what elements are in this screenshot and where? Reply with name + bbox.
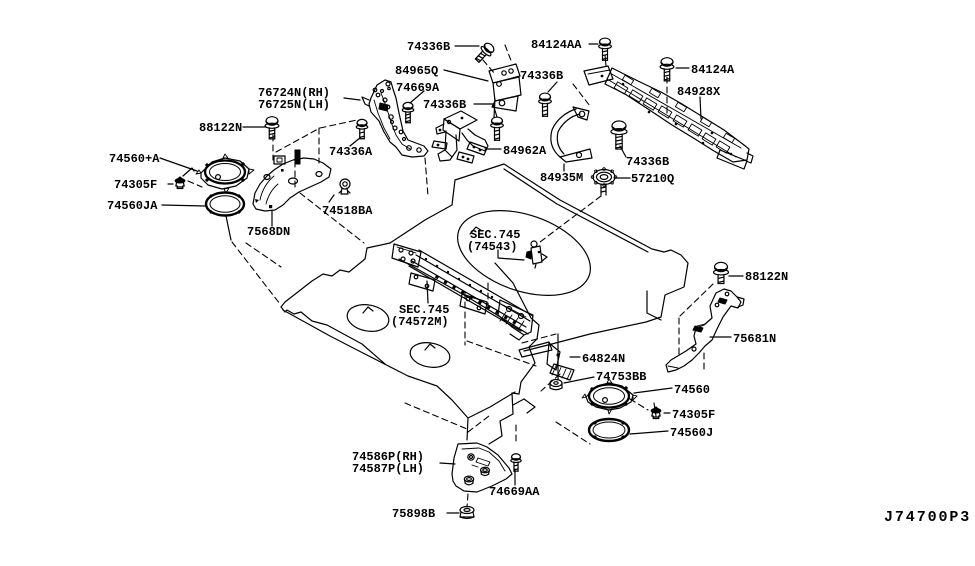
svg-text:74336B: 74336B (520, 69, 563, 83)
svg-text:74518BA: 74518BA (322, 204, 373, 218)
svg-text:84928X: 84928X (677, 85, 721, 99)
svg-text:74336B: 74336B (626, 155, 669, 169)
svg-text:74305F: 74305F (114, 178, 157, 192)
svg-text:64824N: 64824N (582, 352, 625, 366)
svg-text:74586P(RH): 74586P(RH) (352, 450, 424, 464)
svg-text:75681N: 75681N (733, 332, 776, 346)
svg-text:84965Q: 84965Q (395, 64, 438, 78)
svg-text:7568DN: 7568DN (247, 225, 290, 239)
svg-text:76725N(LH): 76725N(LH) (258, 98, 330, 112)
svg-text:74336B: 74336B (423, 98, 466, 112)
svg-text:88122N: 88122N (199, 121, 242, 135)
svg-text:SEC.745: SEC.745 (470, 228, 520, 242)
svg-text:88122N: 88122N (745, 270, 788, 284)
svg-text:74669AA: 74669AA (489, 485, 540, 499)
svg-text:74560+A: 74560+A (109, 152, 160, 166)
svg-text:57210Q: 57210Q (631, 172, 674, 186)
svg-text:74560J: 74560J (670, 426, 713, 440)
svg-text:(74572M): (74572M) (391, 315, 449, 329)
svg-text:74305F: 74305F (672, 408, 715, 422)
svg-text:84124AA: 84124AA (531, 38, 582, 52)
svg-text:74669A: 74669A (396, 81, 440, 95)
svg-text:J74700P3: J74700P3 (884, 509, 971, 526)
svg-text:74336B: 74336B (407, 40, 450, 54)
svg-text:74753BB: 74753BB (596, 370, 646, 384)
svg-text:76724N(RH): 76724N(RH) (258, 86, 330, 100)
svg-text:84962A: 84962A (503, 144, 547, 158)
svg-text:74560JA: 74560JA (107, 199, 158, 213)
svg-text:SEC.745: SEC.745 (399, 303, 449, 317)
svg-text:84124A: 84124A (691, 63, 735, 77)
svg-text:75898B: 75898B (392, 507, 435, 521)
svg-text:(74543): (74543) (467, 240, 517, 254)
svg-text:74336A: 74336A (329, 145, 373, 159)
svg-text:74560: 74560 (674, 383, 710, 397)
svg-text:84935M: 84935M (540, 171, 583, 185)
svg-text:74587P(LH): 74587P(LH) (352, 462, 424, 476)
